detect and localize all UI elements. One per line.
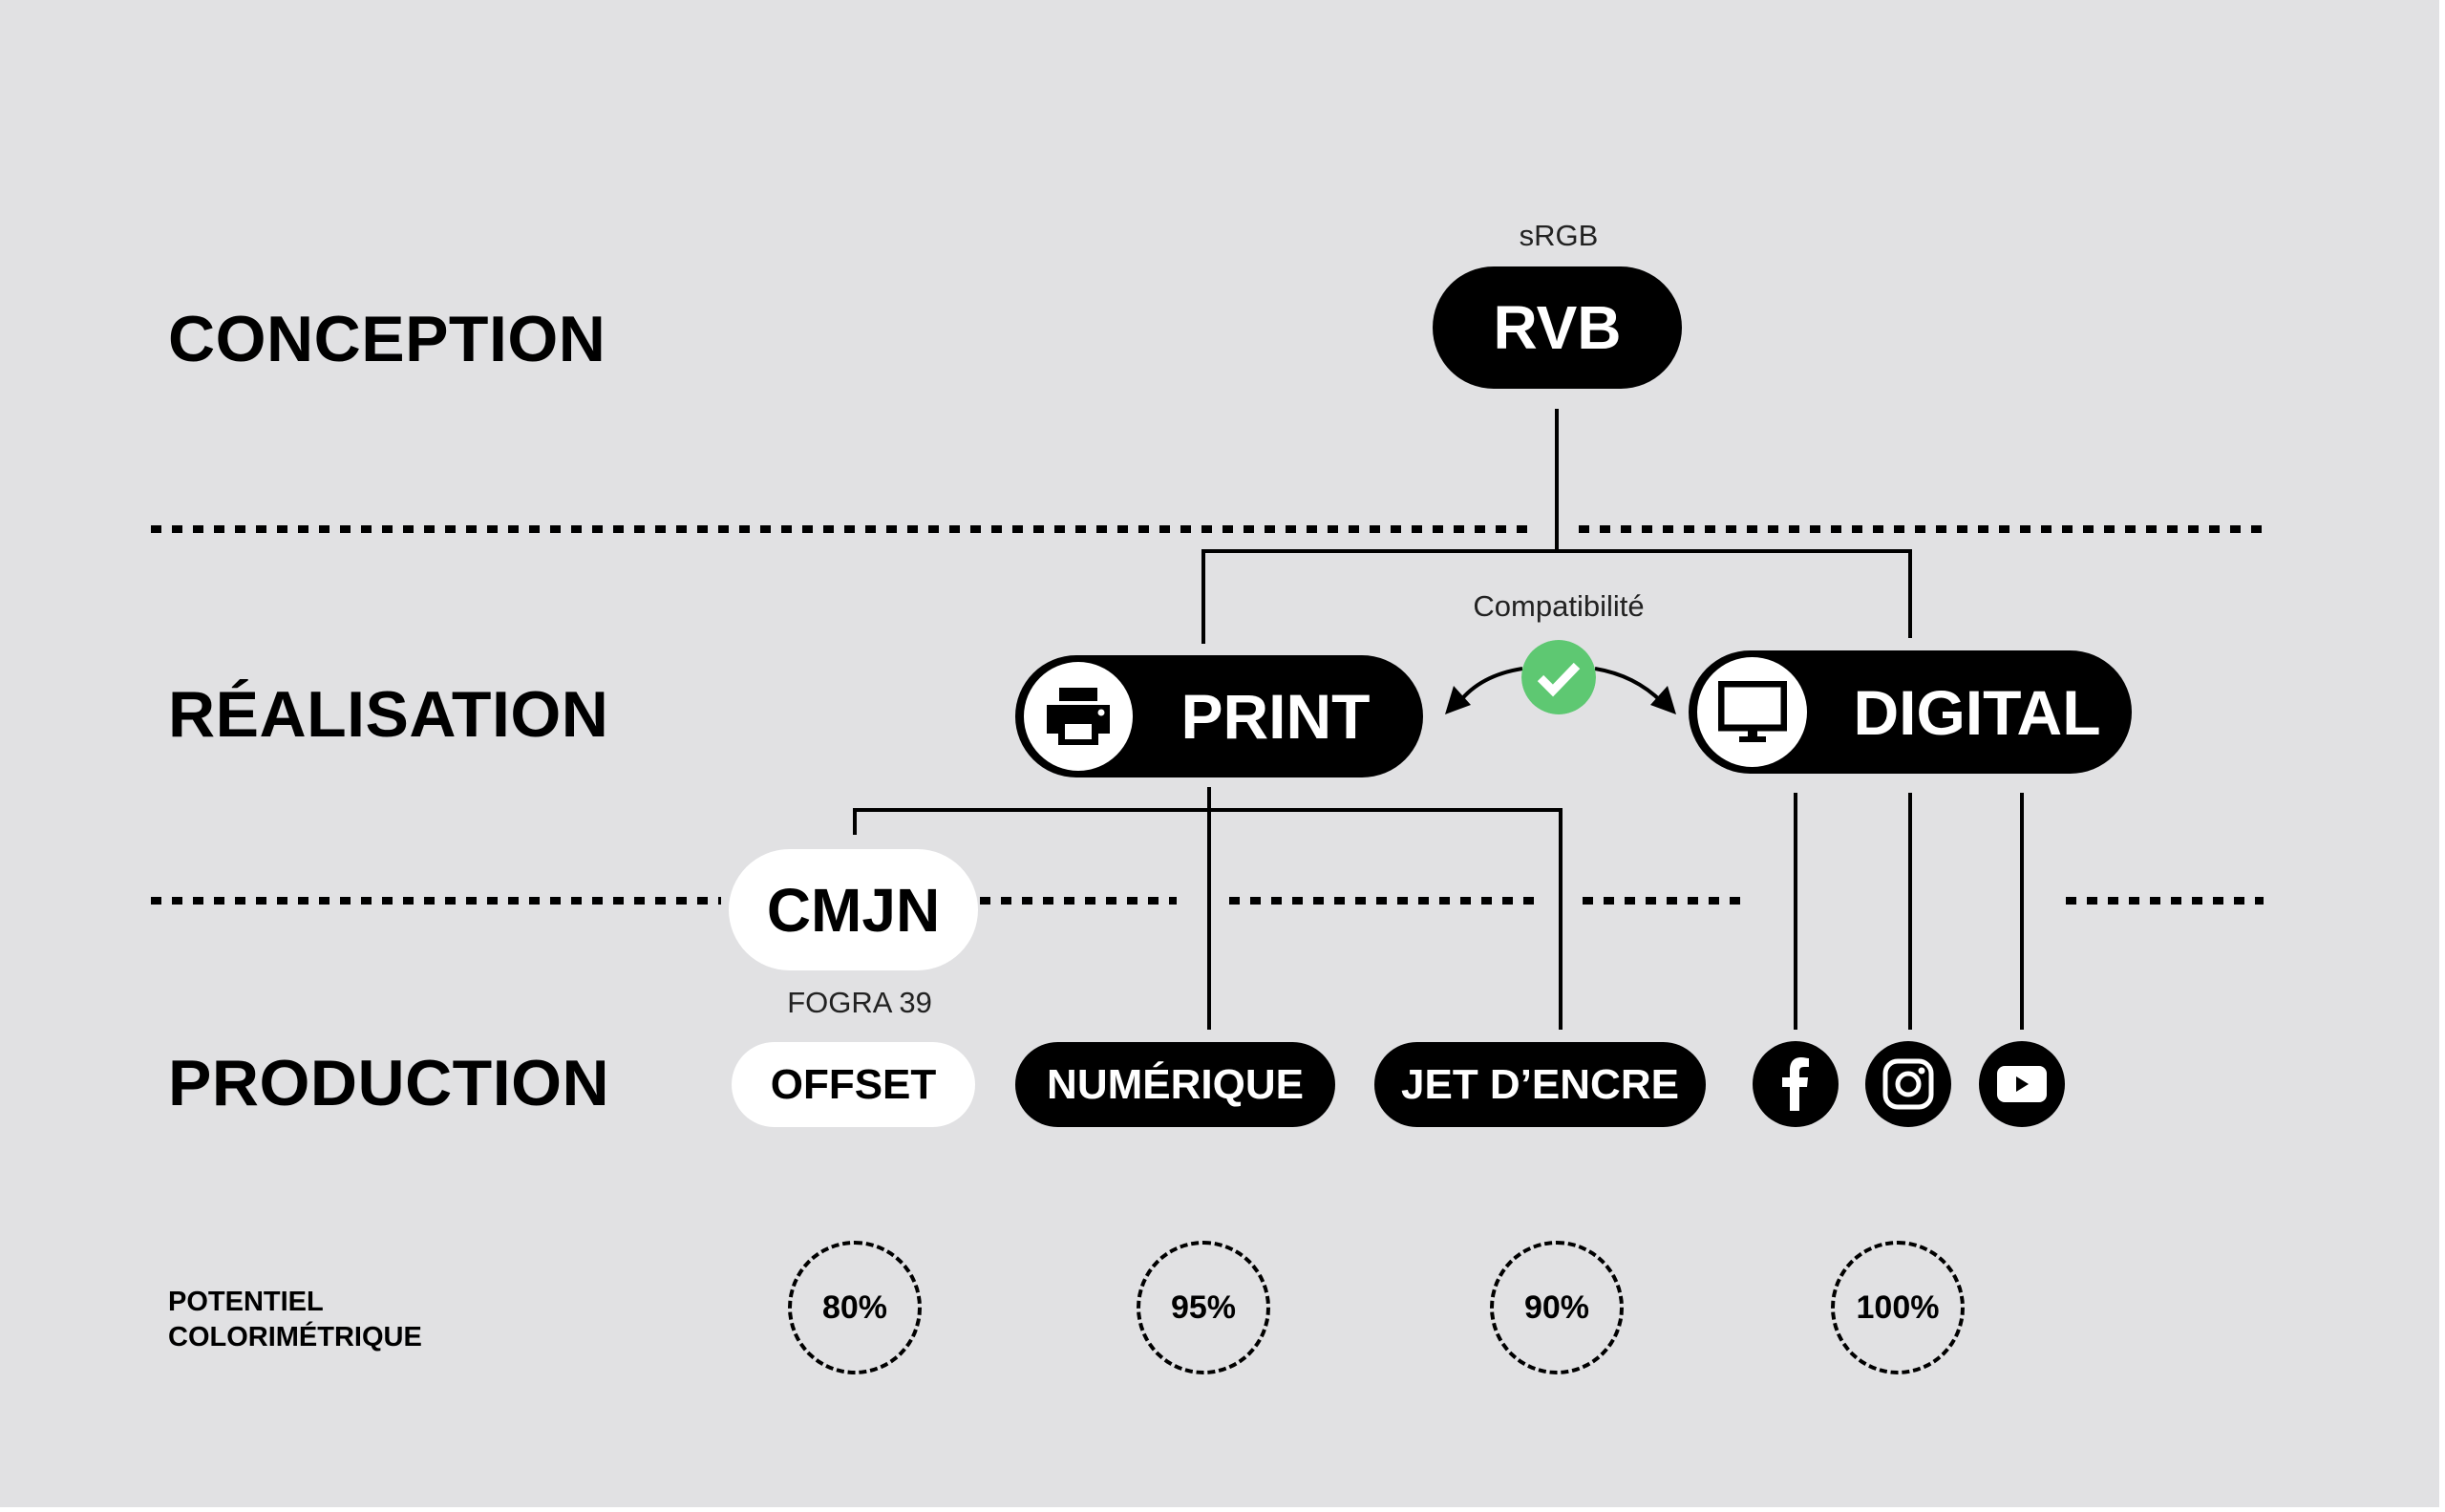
srgb-caption: sRGB (1519, 219, 1599, 252)
arrowhead-left (1445, 686, 1471, 714)
compatibility-caption: Compatibilité (1473, 589, 1645, 623)
production-numerique[interactable]: NUMÉRIQUE (1015, 1042, 1335, 1127)
arrow-to-digital (1594, 667, 1664, 704)
rvb-label: RVB (1493, 293, 1622, 362)
potentiel-digital-value: 100% (1856, 1288, 1940, 1326)
print-node[interactable]: PRINT (1015, 655, 1423, 777)
potentiel-numerique: 95% (1137, 1241, 1270, 1374)
fogra-caption: FOGRA 39 (787, 986, 932, 1019)
monitor-icon (1697, 657, 1807, 767)
facebook-icon[interactable] (1753, 1041, 1839, 1127)
production-numerique-label: NUMÉRIQUE (1047, 1060, 1304, 1108)
digital-node[interactable]: DIGITAL (1689, 650, 2132, 774)
row-label-conception: CONCEPTION (168, 303, 606, 375)
row-label-potentiel: POTENTIEL COLORIMÉTRIQUE (168, 1285, 422, 1355)
row-label-potentiel-line1: POTENTIEL (168, 1287, 324, 1317)
youtube-icon[interactable] (1979, 1041, 2065, 1127)
row-label-production: PRODUCTION (168, 1047, 610, 1119)
potentiel-offset: 80% (788, 1241, 922, 1374)
cmjn-node[interactable]: CMJN (729, 849, 978, 970)
connector-print-branch (853, 787, 1563, 1030)
potentiel-offset-value: 80% (821, 1288, 888, 1326)
row-label-realisation: RÉALISATION (168, 678, 609, 751)
digital-label: DIGITAL (1853, 676, 2101, 748)
arrowhead-right (1650, 686, 1676, 714)
potentiel-digital: 100% (1831, 1241, 1965, 1374)
production-jet-encre[interactable]: JET D’ENCRE (1374, 1042, 1706, 1127)
production-jet-encre-label: JET D’ENCRE (1401, 1060, 1679, 1108)
check-circle-icon (1521, 640, 1596, 714)
row-label-potentiel-line2: COLORIMÉTRIQUE (168, 1322, 422, 1352)
potentiel-jet-encre-value: 90% (1523, 1288, 1590, 1326)
production-offset-label: OFFSET (770, 1060, 937, 1108)
cmjn-label: CMJN (766, 875, 941, 945)
printer-icon (1024, 662, 1133, 771)
production-offset[interactable]: OFFSET (732, 1042, 975, 1127)
potentiel-numerique-value: 95% (1170, 1288, 1237, 1326)
rvb-node[interactable]: RVB (1433, 266, 1682, 389)
instagram-icon[interactable] (1865, 1041, 1951, 1127)
print-label: PRINT (1180, 681, 1371, 752)
connector-rvb-branch (1201, 409, 1912, 644)
potentiel-jet-encre: 90% (1490, 1241, 1624, 1374)
arrow-to-print (1457, 667, 1523, 704)
